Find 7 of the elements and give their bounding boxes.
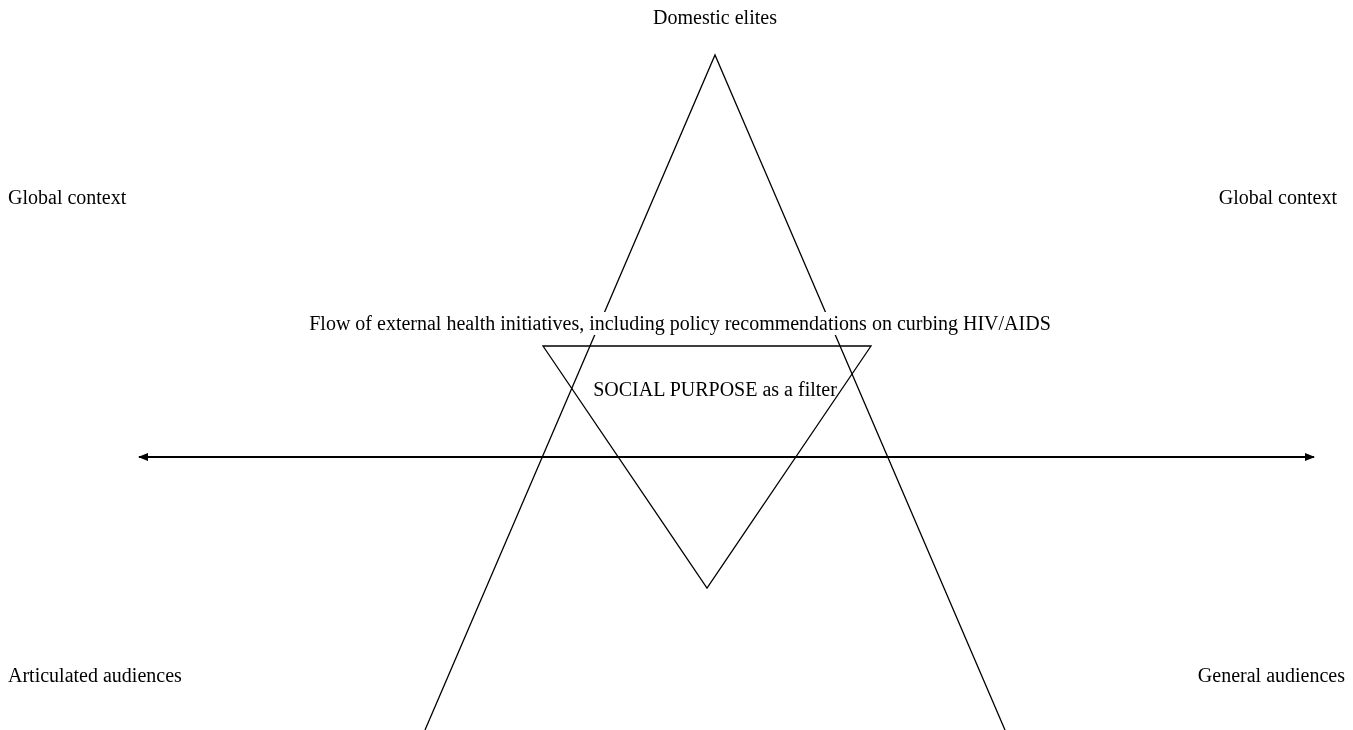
- region-label: General audiences: [1197, 664, 1345, 687]
- region-label: Global context: [8, 186, 127, 209]
- flow-caption: Flow of external health initiatives, including policy recommendations on curbing HIV/AIDS: [307, 312, 1053, 335]
- apex-label: Domestic elites: [653, 6, 777, 29]
- region-label: Articulated audiences: [8, 664, 182, 687]
- filter-label: SOCIAL PURPOSE as a filter: [593, 378, 837, 401]
- region-label: Global context: [1218, 186, 1337, 209]
